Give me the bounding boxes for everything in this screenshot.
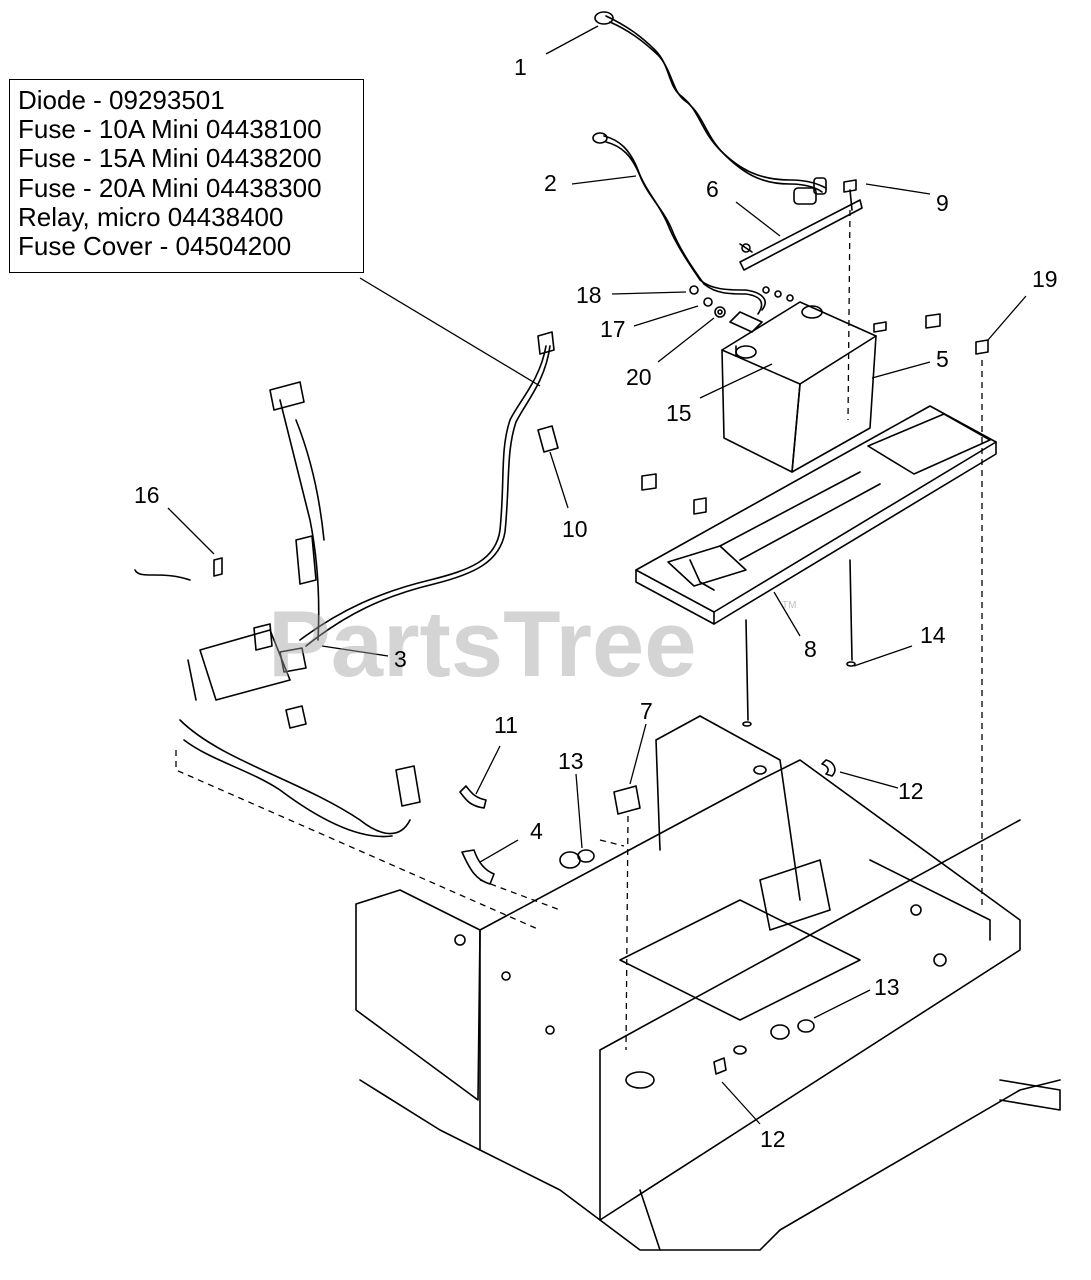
callout-19: 19 [1032, 266, 1058, 292]
chassis-frame [355, 715, 1061, 1251]
callout-18: 18 [576, 282, 602, 308]
callout-7: 7 [640, 698, 653, 724]
callout-6: 6 [706, 176, 719, 202]
callout-12-bottom: 12 [760, 1126, 786, 1152]
callout-2: 2 [544, 170, 557, 196]
legend-line-fuse-20a: Fuse - 20A Mini 04438300 [18, 172, 322, 203]
hold-down-strap [739, 199, 863, 271]
callout-12-top: 12 [898, 778, 924, 804]
legend-line-fuse-cover: Fuse Cover - 04504200 [18, 231, 292, 262]
callout-17: 17 [600, 316, 626, 342]
callout-13-top: 13 [558, 748, 584, 774]
wire-harness [134, 331, 555, 838]
legend-line-relay: Relay, micro 04438400 [18, 201, 284, 232]
battery [721, 301, 877, 473]
part-number-legend: Diode - 09293501 Fuse - 10A Mini 0443810… [9, 79, 364, 273]
callout-4: 4 [530, 818, 543, 844]
battery-tray [635, 405, 997, 625]
callout-11: 11 [494, 712, 518, 738]
negative-cable [592, 132, 766, 333]
callout-9: 9 [936, 190, 949, 216]
callout-10: 10 [562, 516, 588, 542]
callout-14: 14 [920, 622, 946, 648]
watermark-text: PartsTree [268, 591, 697, 696]
callout-15: 15 [666, 400, 692, 426]
positive-cable [594, 11, 827, 205]
callout-3: 3 [394, 646, 407, 672]
legend-line-fuse-10a: Fuse - 10A Mini 04438100 [18, 114, 322, 145]
callout-5: 5 [936, 346, 949, 372]
callout-20: 20 [626, 364, 652, 390]
callout-13-bottom: 13 [874, 974, 900, 1000]
callout-1: 1 [514, 54, 527, 80]
bolt-9 [843, 179, 857, 211]
callout-8: 8 [804, 636, 817, 662]
legend-line-diode: Diode - 09293501 [18, 85, 225, 115]
watermark-tm: TM [782, 600, 796, 611]
callout-16: 16 [134, 482, 160, 508]
legend-line-fuse-15a: Fuse - 15A Mini 04438200 [18, 143, 322, 174]
